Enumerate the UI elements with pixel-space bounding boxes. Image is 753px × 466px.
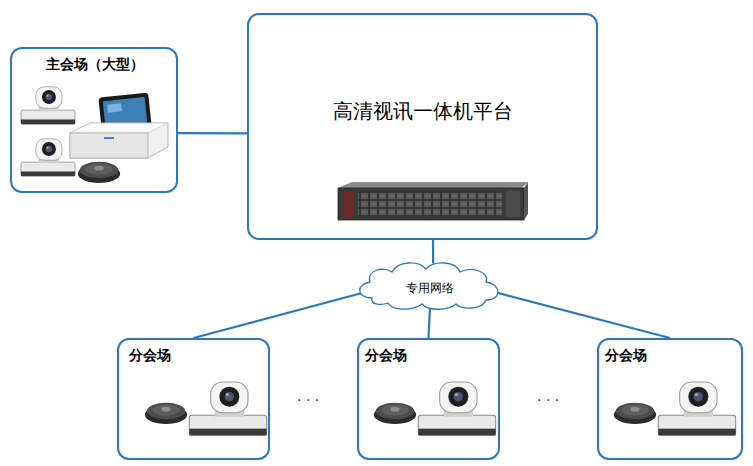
platform-box: 高清视讯一体机平台 [247,13,598,240]
network-link [429,307,431,338]
node-text: 分会场 [365,347,407,365]
ellipsis-label: · · · [537,392,559,408]
branch-venue-box: 分会场 [357,338,500,460]
network-link [432,240,434,263]
branch-venue-box: 分会场 [597,338,743,460]
network-link [492,291,670,338]
node-text: 分会场 [605,347,647,365]
ellipsis-label: · · · [297,392,319,408]
node-text: 主会场（大型） [46,56,144,74]
node-text: 专用网络 [406,280,454,297]
node-text: 高清视讯一体机平台 [333,98,513,125]
main-venue-box: 主会场（大型） [10,47,178,193]
network-link [194,291,368,338]
branch-venue-box: 分会场 [117,338,270,460]
network-cloud: 专用网络 [352,258,508,312]
node-text: 分会场 [129,347,171,365]
network-link [178,132,247,134]
